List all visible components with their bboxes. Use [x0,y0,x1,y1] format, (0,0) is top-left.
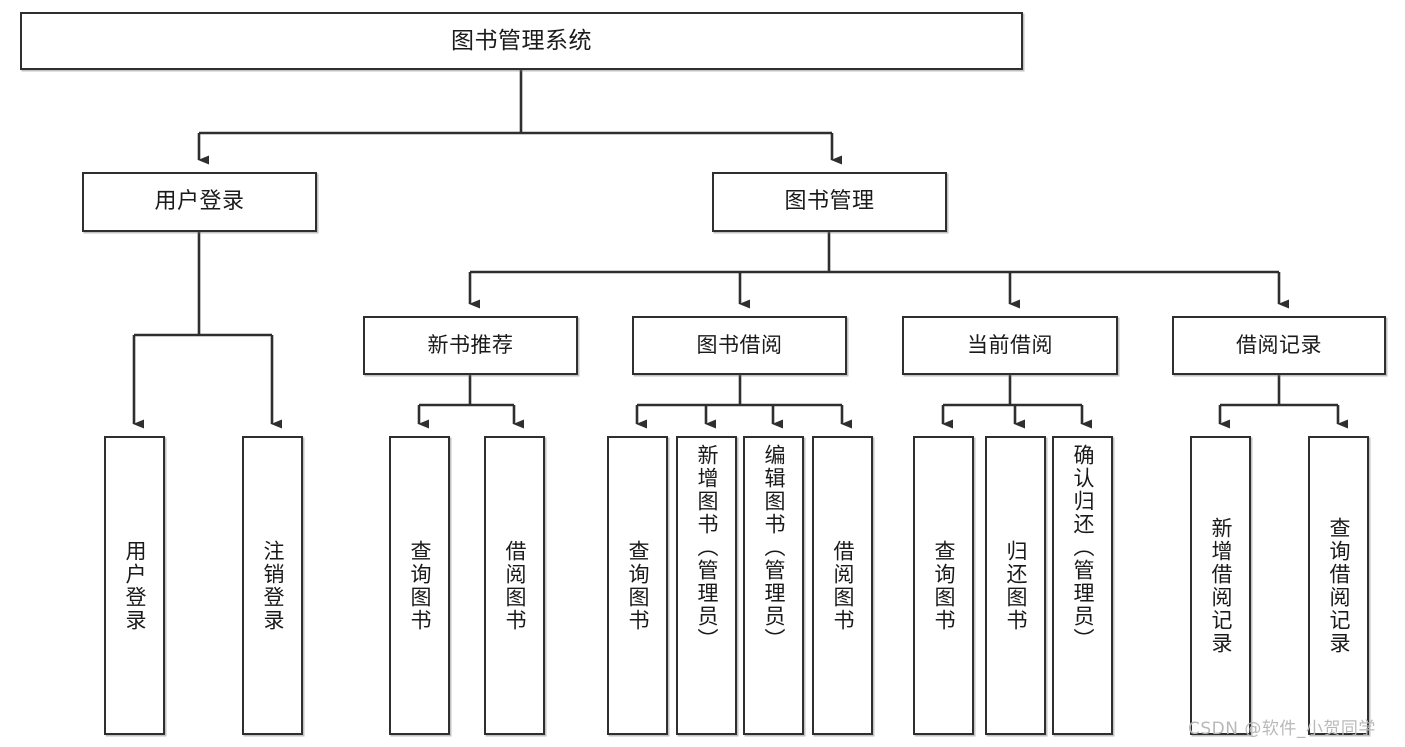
node-label: 借阅图书 [503,539,528,632]
csdn-watermark: CSDN @软件_小贺同学 [1188,719,1376,739]
node-label: 新增借阅记录 [1209,516,1234,655]
leaf-node[interactable]: 用户登录 [104,436,165,735]
leaf-node[interactable]: 新增图书（管理员） [676,436,737,735]
leaf-node[interactable]: 归还图书 [985,436,1046,735]
node-label: 图书借阅 [696,333,783,358]
node-label: 图书管理 [784,189,875,215]
node-label: 当前借阅 [967,333,1053,358]
node-label: 借阅图书 [831,539,856,632]
node-label: 归还图书 [1004,539,1029,632]
leaf-node[interactable]: 新增借阅记录 [1190,436,1251,735]
node-label: 确认归还（管理员） [1071,444,1096,651]
node-label: 新增图书（管理员） [695,444,720,651]
node-label: 图书管理系统 [451,27,592,54]
leaf-node[interactable]: 编辑图书（管理员） [743,436,804,735]
leaf-node[interactable]: 借阅图书 [484,436,545,735]
node-label: 查询图书 [626,539,651,632]
node-label: 用户登录 [154,189,245,215]
leaf-node[interactable]: 查询图书 [913,436,974,735]
node-label: 注销登录 [261,539,286,632]
leaf-node[interactable]: 查询图书 [389,436,450,735]
node-label: 用户登录 [123,539,148,632]
leaf-node[interactable]: 确认归还（管理员） [1052,436,1113,735]
node-label: 编辑图书（管理员） [762,444,787,651]
node-book-borrow[interactable]: 图书借阅 [632,316,847,375]
node-label: 查询图书 [408,539,433,632]
node-book-management[interactable]: 图书管理 [712,172,947,232]
node-current-borrow[interactable]: 当前借阅 [902,316,1118,375]
node-new-book-recommend[interactable]: 新书推荐 [363,316,578,375]
node-root-system[interactable]: 图书管理系统 [20,12,1023,70]
leaf-node[interactable]: 查询借阅记录 [1308,436,1369,735]
node-user-login[interactable]: 用户登录 [82,172,317,232]
leaf-node[interactable]: 借阅图书 [812,436,873,735]
node-label: 查询图书 [932,539,957,632]
leaf-node[interactable]: 注销登录 [242,436,303,735]
node-borrow-record[interactable]: 借阅记录 [1172,316,1386,375]
node-label: 借阅记录 [1236,333,1322,358]
leaf-node[interactable]: 查询图书 [607,436,668,735]
node-label: 查询借阅记录 [1327,516,1352,655]
node-label: 新书推荐 [427,333,514,358]
